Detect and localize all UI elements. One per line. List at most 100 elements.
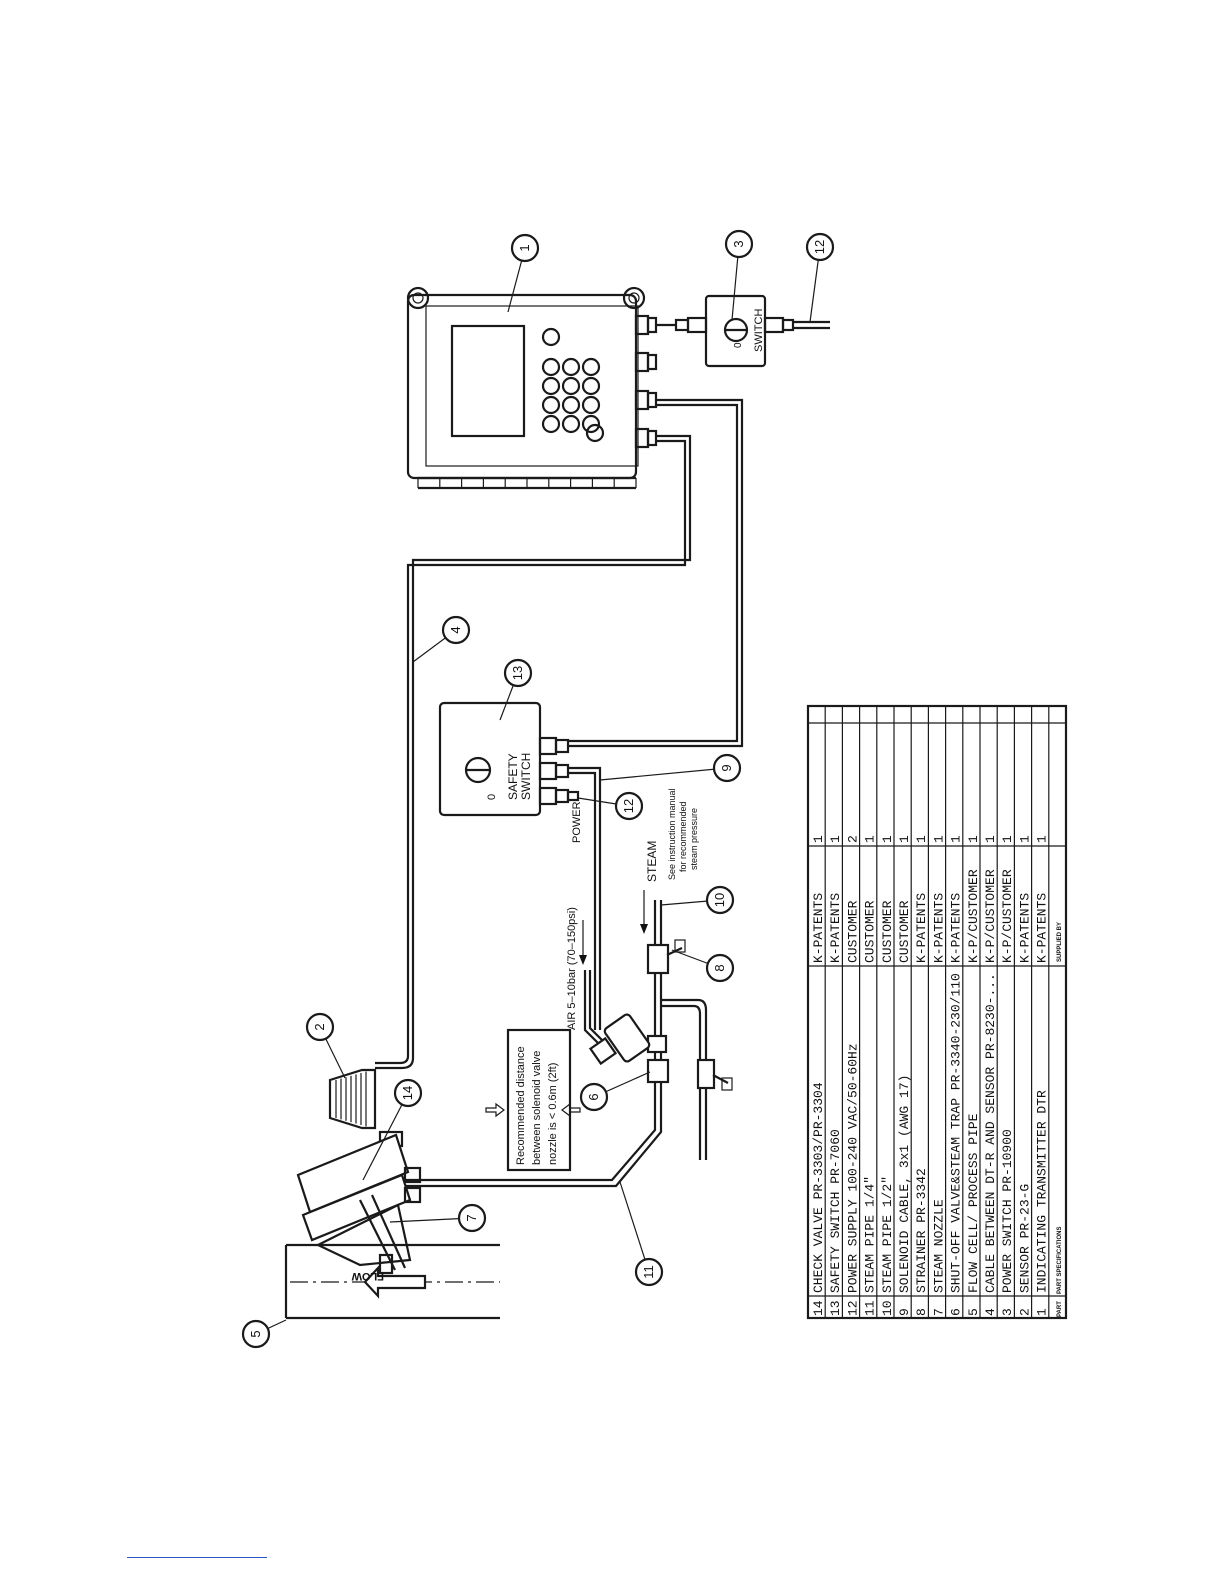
qty-cell: 2 — [845, 835, 860, 843]
callout-12: 12 — [805, 232, 835, 323]
qty-cell: 1 — [897, 835, 912, 843]
sensor-cable — [375, 398, 744, 1070]
svg-text:9: 9 — [719, 764, 734, 771]
part-spec-cell: CHECK VALVE PR-3303/PR-3304 — [811, 1082, 826, 1293]
supplier-cell: CUSTOMER — [897, 900, 912, 963]
qty-cell: 1 — [828, 835, 843, 843]
part-number-cell: 14 — [811, 1300, 826, 1316]
callout-3: 3 — [724, 229, 754, 321]
supplier-cell: CUSTOMER — [880, 900, 895, 963]
supplier-cell: K-P/CUSTOMER — [966, 869, 981, 963]
part-number-cell: 9 — [897, 1308, 912, 1316]
callout-9: 9 — [599, 753, 742, 783]
part-spec-cell: POWER SWITCH PR-10900 — [1000, 1129, 1015, 1293]
callout-8: 8 — [671, 949, 735, 983]
qty-cell: 1 — [880, 835, 895, 843]
part-number-cell: 2 — [1017, 1308, 1032, 1316]
svg-text:7: 7 — [464, 1214, 479, 1221]
svg-text:1: 1 — [517, 244, 532, 251]
safety-switch-label-1: SAFETY — [506, 753, 520, 800]
table-row: 6 SHUT-OFF VALVE&STEAM TRAP PR-3340-230/1… — [949, 835, 964, 1316]
part-spec-cell: SHUT-OFF VALVE&STEAM TRAP PR-3340-230/11… — [949, 973, 964, 1293]
part-number-cell: 12 — [845, 1300, 860, 1316]
part-number-cell: 8 — [914, 1308, 929, 1316]
footnote-rule — [127, 1557, 267, 1558]
part-spec-cell: FLOW CELL/ PROCESS PIPE — [966, 1113, 981, 1293]
safety-switch-label-2: SWITCH — [519, 753, 533, 800]
distance-note-2: between solenoid valve — [531, 1051, 543, 1165]
part-number-cell: 11 — [863, 1300, 878, 1316]
supplier-cell: K-PATENTS — [811, 893, 826, 963]
distance-arrows — [485, 1102, 581, 1118]
callout-1: 1 — [507, 233, 540, 313]
keypad — [541, 357, 601, 434]
svg-text:2: 2 — [312, 1023, 327, 1030]
svg-text:13: 13 — [510, 666, 525, 680]
part-spec-cell: STRAINER PR-3342 — [914, 1168, 929, 1293]
distance-note-1: Recommended distance — [515, 1046, 527, 1165]
qty-cell: 1 — [1017, 835, 1032, 843]
svg-text:3: 3 — [731, 240, 746, 247]
display-screen — [450, 324, 526, 438]
part-number-cell: 3 — [1000, 1308, 1015, 1316]
table-row: 9 SOLENOID CABLE, 3x1 (AWG 17) CUSTOMER 1 — [897, 835, 912, 1316]
callout-11: 11 — [619, 1181, 664, 1287]
svg-text:6: 6 — [586, 1093, 601, 1100]
sensor — [296, 1068, 422, 1275]
callout-13: 13 — [499, 658, 533, 721]
supplier-cell: K-PATENTS — [1017, 893, 1032, 963]
part-number-cell: 5 — [966, 1308, 981, 1316]
part-number-cell: 1 — [1035, 1308, 1050, 1316]
distance-note-box — [506, 1028, 572, 1172]
callout-4: 4 — [412, 615, 471, 663]
steam-label: STEAM — [645, 841, 659, 882]
switch-zero-label: 0 — [733, 342, 744, 348]
footer-part: PART — [1057, 1301, 1063, 1317]
callout-2: 2 — [305, 1012, 346, 1079]
part-spec-cell: SOLENOID CABLE, 3x1 (AWG 17) — [897, 1075, 912, 1293]
qty-cell: 1 — [811, 835, 826, 843]
air-label: AIR 5–10bar (70–150psi) — [566, 907, 578, 1030]
qty-cell: 1 — [983, 835, 998, 843]
supplier-cell: K-PATENTS — [828, 893, 843, 963]
supplier-cell: K-P/CUSTOMER — [1000, 869, 1015, 963]
qty-cell: 1 — [1000, 835, 1015, 843]
part-number-cell: 7 — [931, 1308, 946, 1316]
svg-text:14: 14 — [400, 1086, 415, 1100]
footer-spec: PART SPECIFICATIONS — [1057, 1227, 1063, 1294]
distance-note-3: nozzle is < 0.6m (2ft) — [547, 1063, 559, 1165]
supplier-cell: K-PATENTS — [931, 893, 946, 963]
callout-14: 14 — [362, 1078, 423, 1181]
part-spec-cell: STEAM PIPE 1/4" — [863, 1176, 878, 1293]
svg-text:10: 10 — [712, 893, 727, 907]
callout-5: 5 — [241, 1319, 287, 1349]
part-spec-cell: INDICATING TRANSMITTER DTR — [1035, 1090, 1050, 1293]
safety-zero-label: 0 — [486, 794, 498, 800]
safety-switch: SAFETY SWITCH 0 — [438, 701, 580, 817]
part-number-cell: 6 — [949, 1308, 964, 1316]
part-spec-cell: POWER SUPPLY 100-240 VAC/50-60Hz — [845, 1043, 860, 1293]
part-number-cell: 4 — [983, 1308, 998, 1316]
svg-text:12: 12 — [621, 799, 636, 813]
callout-12-b: 12 — [577, 791, 644, 821]
steam-piping — [365, 900, 733, 1188]
supplier-cell: K-P/CUSTOMER — [983, 869, 998, 963]
part-spec-cell: CABLE BETWEEN DT-R AND SENSOR PR-8230-..… — [983, 973, 998, 1293]
table-row: 4 CABLE BETWEEN DT-R AND SENSOR PR-8230-.… — [983, 835, 998, 1316]
qty-cell: 1 — [1035, 835, 1050, 843]
supplier-cell: K-PATENTS — [1035, 893, 1050, 963]
svg-text:12: 12 — [812, 240, 827, 254]
svg-text:5: 5 — [248, 1330, 263, 1337]
part-spec-cell: SAFETY SWITCH PR-7060 — [828, 1129, 843, 1293]
power-label: POWER — [571, 801, 583, 843]
svg-text:11: 11 — [641, 1265, 656, 1279]
switch-label: SWITCH — [753, 309, 765, 352]
